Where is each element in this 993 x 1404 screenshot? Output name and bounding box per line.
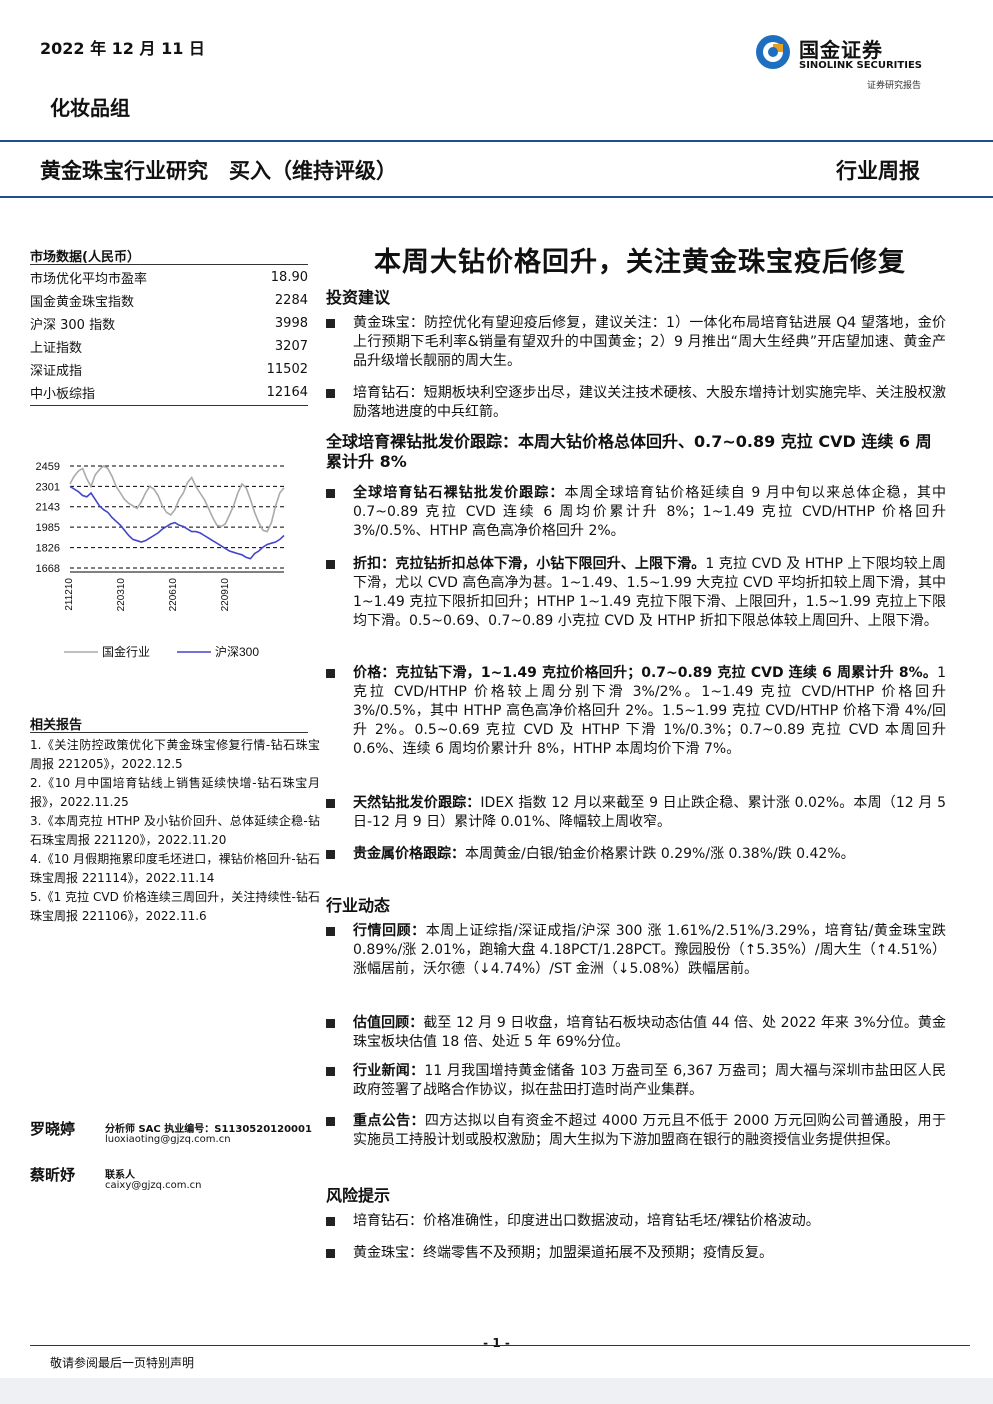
section-heading: 风险提示 — [326, 1186, 391, 1205]
related-report-item[interactable]: 5.《1 克拉 CVD 价格连续三周回升，关注持续性-钻石珠宝周报 221106… — [30, 890, 320, 923]
x-tick-label: 220910 — [220, 578, 231, 612]
footer-band — [0, 1378, 993, 1404]
market-data-title: 市场数据(人民币） — [30, 250, 140, 265]
y-tick-label: 2143 — [36, 502, 60, 514]
bullet-item: 行情回顾：本周上证综指/深证成指/沪深 300 涨 1.61%/2.51%/3.… — [326, 922, 946, 979]
bullet-item: 培育钻石：短期板块利空逐步出尽，建议关注技术硬核、大股东增持计划实施完毕、关注股… — [326, 384, 946, 422]
x-tick-label: 211210 — [64, 578, 75, 611]
analyst-role: 分析师 SAC 执业编号：S1130520120001 — [105, 1124, 312, 1135]
x-tick-label: 220610 — [168, 578, 179, 612]
market-data-rule — [30, 264, 308, 265]
analyst-card: 罗晓婷 分析师 SAC 执业编号：S1130520120001 luoxiaot… — [30, 1118, 320, 1152]
footer-divider — [30, 1345, 970, 1346]
bullet-item: 价格：克拉钻下滑，1~1.49 克拉价格回升；0.7~0.89 克拉 CVD 连… — [326, 664, 946, 759]
logo-en: SINOLINK SECURITIES — [799, 60, 922, 71]
analyst-card: 蔡昕妤 联系人 caixy@gjzq.com.cn — [30, 1164, 320, 1198]
company-logo: 国金证券 SINOLINK SECURITIES 证券研究报告 — [755, 30, 955, 100]
page-number: - 1 - — [483, 1336, 510, 1350]
related-report-item[interactable]: 4.《10 月假期拖累印度毛坯进口，裸钻价格回升-钻石珠宝周报 221114》，… — [30, 852, 320, 885]
group-name: 化妆品组 — [50, 96, 130, 120]
index-line-chart: 2459 2301 2143 1985 1826 1668 211210 220310 2206… — [36, 461, 285, 659]
logo-mark-icon — [756, 35, 790, 69]
footer-disclaimer: 敬请参阅最后一页特别声明 — [50, 1356, 195, 1370]
bullet-item: 黄金珠宝：防控优化有望迎疫后修复，建议关注：1）一体化布局培育钻进展 Q4 望落… — [326, 314, 946, 371]
analyst-name: 蔡昕妤 — [30, 1166, 76, 1184]
logo-subtitle: 证券研究报告 — [867, 81, 922, 91]
header-divider-bottom — [0, 196, 993, 198]
y-tick-label: 1668 — [36, 563, 60, 575]
bullet-item: 全球培育钻石裸钻批发价跟踪：本周全球培育钻价格延续自 9 月中旬以来总体企稳，其… — [326, 484, 946, 541]
report-type: 行业周报 — [836, 159, 920, 183]
analyst-email[interactable]: luoxiaoting@gjzq.com.cn — [105, 1134, 231, 1145]
related-reports-title: 相关报告 — [30, 718, 83, 733]
related-reports-rule — [30, 732, 308, 733]
x-tick-label: 220310 — [116, 578, 127, 612]
y-tick-label: 1826 — [36, 543, 60, 555]
research-rating: 黄金珠宝行业研究 买入（维持评级） — [40, 159, 397, 183]
report-title: 本周大钻价格回升，关注黄金珠宝疫后修复 — [374, 247, 906, 278]
related-report-item[interactable]: 3.《本周克拉 HTHP 及小钻价回升、总体延续企稳-钻石珠宝周报 221120… — [30, 814, 320, 847]
legend-label: 沪深300 — [215, 645, 259, 659]
analyst-email[interactable]: caixy@gjzq.com.cn — [105, 1180, 202, 1191]
y-tick-label: 1985 — [36, 522, 60, 534]
section-heading: 行业动态 — [326, 896, 391, 915]
bullet-item: 重点公告：四方达拟以自有资金不超过 4000 万元且不低于 2000 万元回购公… — [326, 1112, 946, 1150]
bullet-item: 天然钻批发价跟踪：IDEX 指数 12 月以来截至 9 日止跌企稳、累计涨 0.… — [326, 794, 946, 832]
y-tick-label: 2459 — [36, 461, 60, 473]
market-data-rule-bottom — [30, 405, 308, 406]
bullet-item: 估值回顾：截至 12 月 9 日收盘，培育钻石板块动态估值 44 倍、处 202… — [326, 1014, 946, 1052]
subsection-heading: 全球培育裸钻批发价跟踪：本周大钻价格总体回升、0.7~0.89 克拉 CVD 连… — [326, 432, 932, 471]
legend-label: 国金行业 — [102, 644, 150, 659]
related-reports-list: 1.《关注防控政策优化下黄金珠宝修复行情-钻石珠宝周报 221205》，2022… — [30, 736, 320, 926]
analyst-role: 联系人 — [105, 1170, 135, 1181]
analyst-name: 罗晓婷 — [30, 1120, 76, 1138]
bullet-item: 贵金属价格跟踪：本周黄金/白银/铂金价格累计跌 0.29%/涨 0.38%/跌 … — [326, 845, 946, 864]
bullet-item: 折扣：克拉钻折扣总体下滑，小钻下限回升、上限下滑。1 克拉 CVD 及 HTHP… — [326, 555, 946, 631]
logo-name: 国金证券 — [799, 38, 883, 62]
bullet-item: 行业新闻：11 月我国增持黄金储备 103 万盎司至 6,367 万盎司；周大福… — [326, 1062, 946, 1100]
y-tick-label: 2301 — [36, 481, 60, 493]
related-report-item[interactable]: 2.《10 月中国培育钻线上销售延续快增-钻石珠宝月报》，2022.11.25 — [30, 776, 320, 809]
header-divider — [0, 140, 993, 142]
related-report-item[interactable]: 1.《关注防控政策优化下黄金珠宝修复行情-钻石珠宝周报 221205》，2022… — [30, 738, 320, 771]
report-date: 2022 年 12 月 11 日 — [40, 39, 205, 58]
section-heading: 投资建议 — [326, 288, 391, 307]
bullet-item: 培育钻石：价格准确性，印度进出口数据波动，培育钻毛坯/裸钻价格波动。 — [326, 1212, 946, 1231]
series-line — [69, 464, 285, 533]
series-line — [69, 485, 285, 560]
bullet-item: 黄金珠宝：终端零售不及预期；加盟渠道拓展不及预期；疫情反复。 — [326, 1244, 946, 1263]
